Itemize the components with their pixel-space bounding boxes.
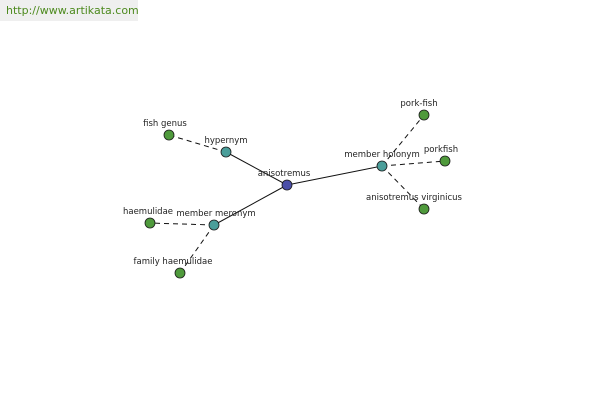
node-circle-haemulidae[interactable]	[144, 217, 156, 229]
node-label-hypernym: hypernym	[204, 136, 247, 146]
edge-member-meronym-family-haemulidae	[179, 224, 215, 274]
node-circle-member-meronym[interactable]	[208, 219, 220, 231]
node-circle-fish-genus[interactable]	[163, 129, 175, 141]
edge-member-holonym-porkfish	[381, 160, 446, 167]
edge-member-holonym-anisotremus-virginicus	[381, 165, 425, 210]
edge-hypernym-fish-genus	[168, 134, 227, 153]
node-hypernym[interactable]: hypernym	[204, 136, 248, 158]
node-circle-family-haemulidae[interactable]	[174, 267, 186, 279]
edge-anisotremus-member-meronym	[213, 184, 288, 226]
edge-member-meronym-haemulidae	[149, 222, 215, 226]
node-anisotremus-virginicus[interactable]: anisotremus virginicus	[366, 193, 463, 215]
watermark-url: http://www.artikata.com	[0, 0, 139, 21]
node-anisotremus[interactable]: anisotremus	[258, 169, 311, 191]
edge-member-holonym-pork-fish	[381, 114, 425, 167]
node-member-holonym[interactable]: member holonym	[344, 150, 420, 172]
node-label-anisotremus-virginicus: anisotremus virginicus	[366, 193, 463, 203]
node-circle-pork-fish[interactable]	[418, 109, 430, 121]
node-label-anisotremus: anisotremus	[258, 169, 311, 179]
node-fish-genus[interactable]: fish genus	[143, 119, 187, 141]
node-circle-anisotremus[interactable]	[281, 179, 293, 191]
edges-layer	[149, 114, 446, 274]
node-label-member-holonym: member holonym	[344, 150, 419, 160]
node-label-family-haemulidae: family haemulidae	[134, 257, 213, 267]
node-haemulidae[interactable]: haemulidae	[123, 207, 173, 229]
node-circle-porkfish[interactable]	[439, 155, 451, 167]
node-circle-hypernym[interactable]	[220, 146, 232, 158]
node-label-pork-fish: pork-fish	[400, 99, 437, 109]
edge-anisotremus-hypernym	[225, 151, 288, 186]
node-circle-anisotremus-virginicus[interactable]	[418, 203, 430, 215]
node-circle-member-holonym[interactable]	[376, 160, 388, 172]
node-porkfish[interactable]: porkfish	[424, 145, 458, 167]
node-label-fish-genus: fish genus	[143, 119, 187, 129]
node-pork-fish[interactable]: pork-fish	[400, 99, 438, 121]
nodes-layer: anisotremus hypernym member meronym member …	[123, 99, 463, 279]
node-member-meronym[interactable]: member meronym	[176, 209, 256, 231]
node-family-haemulidae[interactable]: family haemulidae	[134, 257, 213, 279]
node-label-porkfish: porkfish	[424, 145, 458, 155]
node-label-member-meronym: member meronym	[176, 209, 255, 219]
node-label-haemulidae: haemulidae	[123, 207, 173, 217]
edge-anisotremus-member-holonym	[286, 165, 383, 186]
